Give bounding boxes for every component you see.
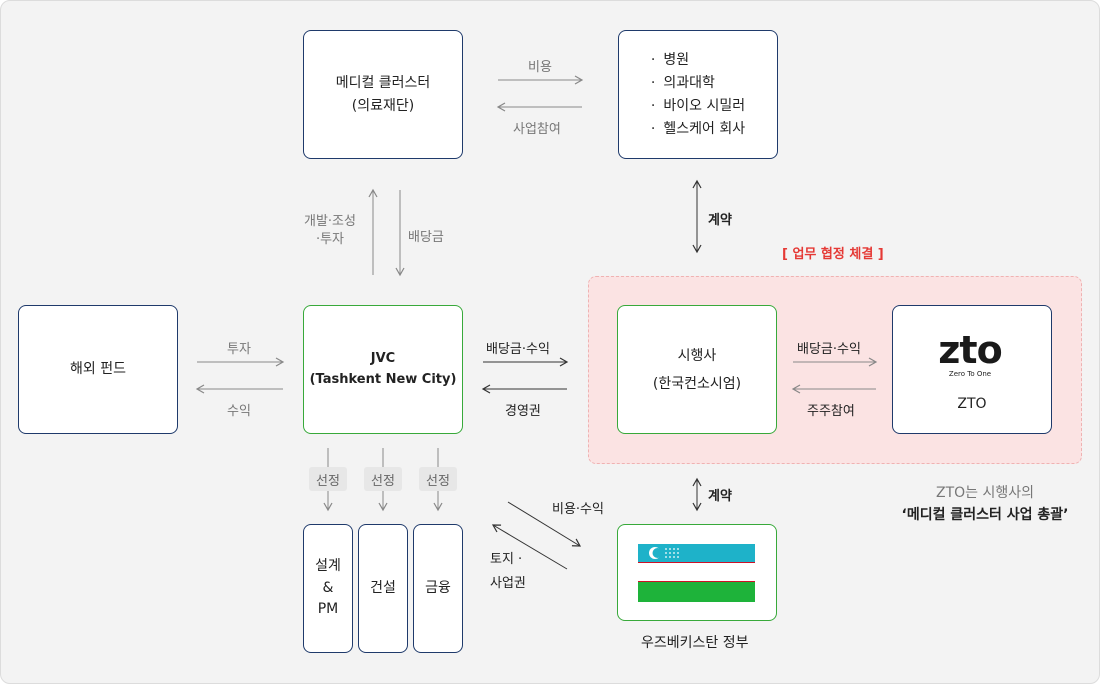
select-tag-construction: 선정	[364, 467, 402, 491]
flag-red-stripe	[638, 562, 755, 563]
jvc-title: JVC	[370, 350, 396, 366]
finance-label: 금융	[425, 580, 451, 597]
select-tag-finance: 선정	[419, 467, 457, 491]
label-dividend: 배당금	[408, 230, 444, 245]
label-land-line1: 토지 ·	[490, 552, 523, 567]
partners-list: 병원 의과대학 바이오 시밀러 헬스케어 회사	[651, 49, 745, 141]
flag-green-band	[638, 582, 755, 602]
label-business-participation: 사업참여	[513, 122, 561, 137]
label-dividend-revenue-zto: 배당금·수익	[797, 342, 861, 357]
label-dev-invest-line2: ·투자	[315, 232, 345, 247]
partner-item: 헬스케어 회사	[651, 118, 745, 141]
mou-label: [ 업무 협정 체결 ]	[782, 247, 884, 262]
developer-box: 시행사 (한국컨소시엄)	[617, 305, 777, 434]
label-invest: 투자	[227, 342, 251, 357]
partner-item: 병원	[651, 49, 745, 72]
zto-label: ZTO	[957, 395, 987, 412]
label-cost: 비용	[528, 60, 552, 75]
label-land-rights: 토지 · 사업권	[490, 548, 526, 596]
partners-box: 병원 의과대학 바이오 시밀러 헬스케어 회사	[618, 30, 778, 159]
zto-box: ZTO	[892, 305, 1052, 434]
developer-title: 시행사	[677, 347, 717, 364]
label-land-line2: 사업권	[490, 576, 526, 591]
construction-label: 건설	[370, 580, 396, 597]
arrow-land-rights	[491, 524, 568, 570]
ampersand-label: &	[322, 579, 334, 596]
medical-cluster-title: 메디컬 클러스터	[335, 75, 431, 92]
partner-item: 의과대학	[651, 72, 745, 95]
label-revenue: 수익	[227, 404, 251, 419]
label-cost-revenue: 비용·수익	[552, 502, 604, 517]
label-dividend-revenue-jvc: 배당금·수익	[486, 342, 550, 357]
label-contract-bottom: 계약	[708, 489, 732, 504]
label-share-participation: 주주참여	[807, 404, 855, 419]
construction-box: 건설	[358, 524, 408, 653]
label-dev-invest-line1: 개발·조성	[304, 214, 356, 229]
label-uzbek-government: 우즈베키스탄 정부	[641, 635, 749, 651]
finance-box: 금융	[413, 524, 463, 653]
design-pm-box: 설계 & PM	[303, 524, 353, 653]
zto-role-note: ZTO는 시행사의 ‘메디컬 클러스터 사업 총괄’	[855, 482, 1100, 526]
jvc-subtitle: (Tashkent New City)	[309, 371, 457, 387]
zto-logo-tagline: Zero To One	[948, 370, 992, 378]
partner-item: 바이오 시밀러	[651, 95, 745, 118]
medical-cluster-box: 메디컬 클러스터 (의료재단)	[303, 30, 463, 159]
design-label: 설계	[315, 557, 341, 574]
flag-white-band	[638, 563, 755, 581]
zto-role-note-line1: ZTO는 시행사의	[935, 485, 1034, 501]
select-tag-design: 선정	[309, 467, 347, 491]
flag-blue-band	[638, 544, 755, 562]
overseas-fund-box: 해외 펀드	[18, 305, 178, 434]
label-management-rights: 경영권	[505, 404, 541, 419]
uzbekistan-flag	[638, 544, 755, 602]
label-dev-invest: 개발·조성 ·투자	[296, 213, 364, 249]
arrow-cost-revenue	[507, 501, 582, 547]
zto-logo-mark: zto	[938, 328, 1002, 372]
jvc-box: JVC (Tashkent New City)	[303, 305, 463, 434]
medical-cluster-subtitle: (의료재단)	[351, 97, 415, 114]
flag-red-stripe	[638, 581, 755, 582]
overseas-fund-label: 해외 펀드	[70, 361, 126, 378]
pm-label: PM	[317, 601, 339, 618]
developer-subtitle: (한국컨소시엄)	[652, 375, 742, 392]
label-contract-top: 계약	[708, 213, 732, 228]
flag-crescent-stars-icon	[649, 547, 679, 559]
zto-role-note-line2: ‘메디컬 클러스터 사업 총괄’	[901, 507, 1069, 523]
zto-logo: zto Zero To One	[930, 330, 1010, 378]
